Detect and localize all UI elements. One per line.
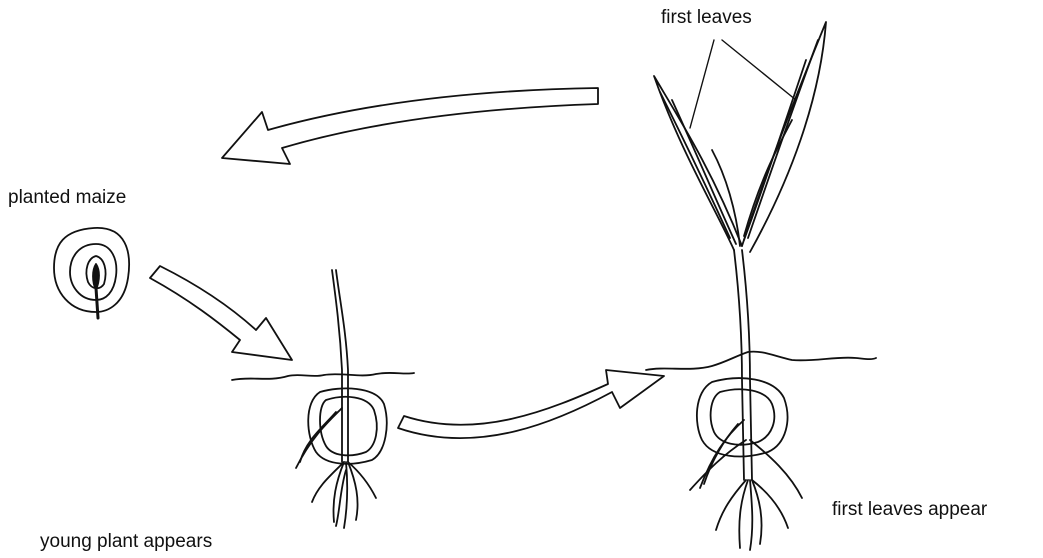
seedling-to-plant-arrow <box>398 370 664 438</box>
young-maize-plant-icon <box>646 22 876 550</box>
first-leaves-appear-label: first leaves appear <box>832 500 987 519</box>
planted-maize-label: planted maize <box>8 188 126 207</box>
maize-seed-icon <box>54 228 129 318</box>
first-leaves-label: first leaves <box>661 8 752 27</box>
seedling-icon <box>232 270 414 528</box>
seed-to-seedling-arrow <box>150 266 292 360</box>
return-arrow <box>222 88 598 164</box>
young-plant-appears-label: young plant appears <box>40 532 212 551</box>
first-leaves-pointers <box>690 40 796 128</box>
